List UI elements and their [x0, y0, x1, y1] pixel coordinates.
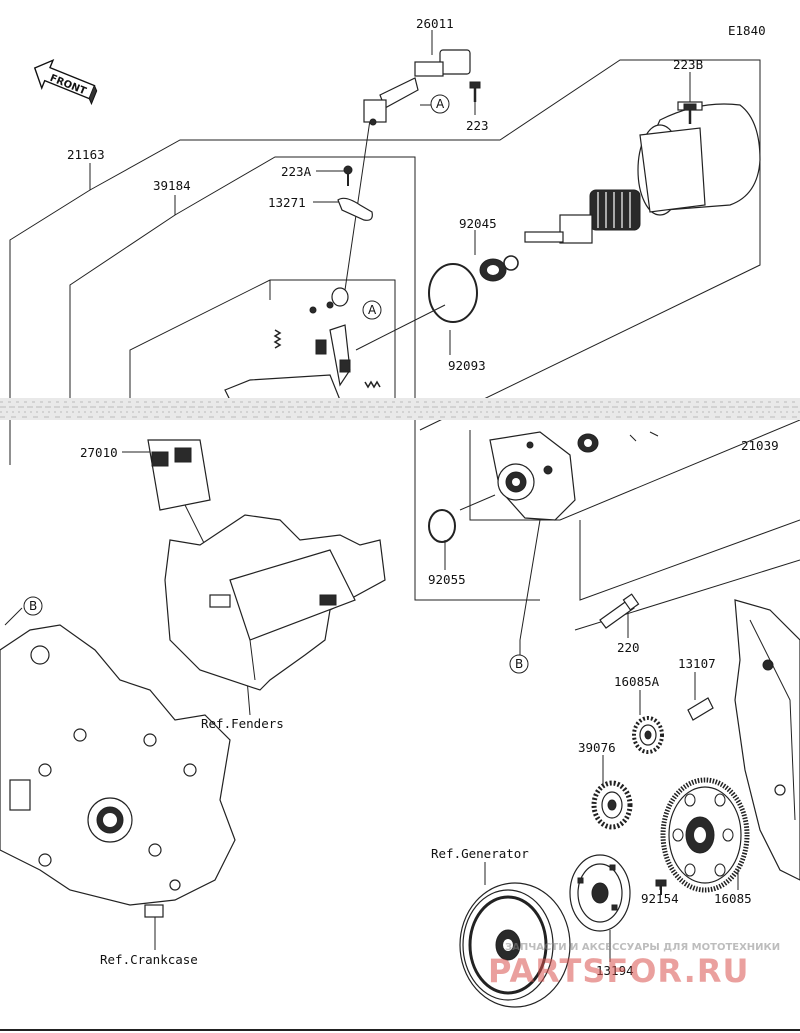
o-ring-92093: [428, 263, 478, 323]
label-220: 220: [617, 640, 640, 655]
bolt-220: [599, 593, 640, 629]
crankcase: [0, 624, 236, 918]
label-39076: 39076: [578, 740, 616, 755]
label-16085: 16085: [714, 891, 752, 906]
gear-housing-21039: [489, 431, 659, 521]
callout-a-mid: A: [362, 300, 382, 320]
gear-39076: [591, 780, 633, 830]
gear-16085: [660, 777, 750, 893]
label-39184: 39184: [153, 178, 191, 193]
generator-rotor: [459, 882, 571, 1008]
screw-223: [469, 81, 481, 102]
label-13107: 13107: [678, 656, 716, 671]
label-16085a: 16085A: [614, 674, 660, 689]
label-92093: 92093: [448, 358, 486, 373]
callout-b-left-label: B: [29, 599, 37, 613]
ref-fenders-label: Ref.Fenders: [201, 716, 284, 731]
shaft-13107: [687, 697, 714, 721]
part-labels: 26011 223B 223 21163 39184 223A 13271 92…: [67, 16, 779, 978]
callout-a-top-label: A: [436, 97, 445, 111]
connector-26011: [363, 49, 471, 126]
callout-b-bottom: B: [509, 654, 529, 674]
starter-clutch-13194: [569, 854, 631, 932]
starter-motor-housing: [637, 101, 761, 216]
label-223b: 223B: [673, 57, 703, 72]
ref-generator-label: Ref.Generator: [431, 846, 529, 861]
callout-a-top: A: [430, 94, 450, 114]
label-26011: 26011: [416, 16, 454, 31]
diagram-code: E1840: [728, 23, 766, 38]
label-21163: 21163: [67, 147, 105, 162]
callout-a-mid-label: A: [368, 303, 377, 317]
watermark-brand: PARTSFOR.RU: [488, 952, 749, 990]
label-27010: 27010: [80, 445, 118, 460]
scan-noise-band: [0, 398, 800, 420]
bolt-92154: [655, 879, 667, 895]
o-ring-92055: [428, 509, 456, 543]
label-92045: 92045: [459, 216, 497, 231]
label-13271: 13271: [268, 195, 306, 210]
starter-armature: [524, 189, 641, 244]
o-ring-92045: [479, 255, 519, 282]
brush-holder: [224, 287, 381, 401]
ref-crankcase-label: Ref.Crankcase: [100, 952, 198, 967]
battery-case: [164, 514, 386, 691]
label-21039: 21039: [741, 438, 779, 453]
callout-b-left: B: [23, 596, 43, 616]
generator-cover: [734, 599, 800, 881]
front-arrow-icon: FRONT: [33, 58, 98, 106]
callout-b-bottom-label: B: [515, 657, 523, 671]
screw-223A: [343, 165, 353, 186]
label-223: 223: [466, 118, 489, 133]
watermark: ЗАПЧАСТИ И АКСЕССУАРЫ ДЛЯ МОТОТЕХНИКИ PA…: [488, 942, 780, 990]
watermark-tagline: ЗАПЧАСТИ И АКСЕССУАРЫ ДЛЯ МОТОТЕХНИКИ: [505, 942, 780, 953]
screw-223B: [683, 103, 697, 124]
label-223a: 223A: [281, 164, 312, 179]
relay-27010: [147, 439, 211, 511]
label-92055: 92055: [428, 572, 466, 587]
label-13194: 13194: [596, 963, 634, 978]
plate-13271: [337, 197, 373, 221]
gear-16085A: [632, 716, 664, 754]
label-92154: 92154: [641, 891, 679, 906]
